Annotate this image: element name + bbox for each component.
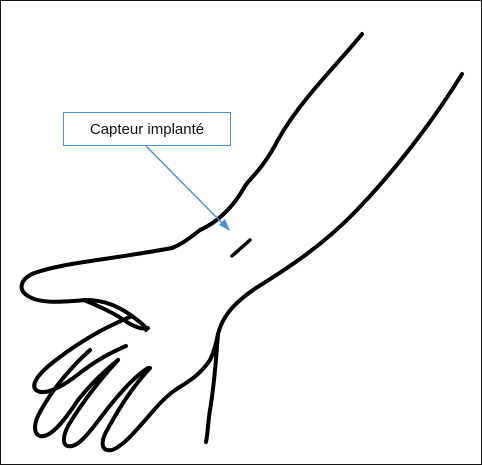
forearm-lower-outline [206,74,462,442]
hand-thumb-outline [22,248,172,330]
callout-box: Capteur implanté [63,112,231,146]
callout-arrow-icon [146,146,226,227]
callout-label: Capteur implanté [90,121,204,138]
implanted-sensor-icon [232,240,250,256]
finger-little-outline [103,368,178,450]
